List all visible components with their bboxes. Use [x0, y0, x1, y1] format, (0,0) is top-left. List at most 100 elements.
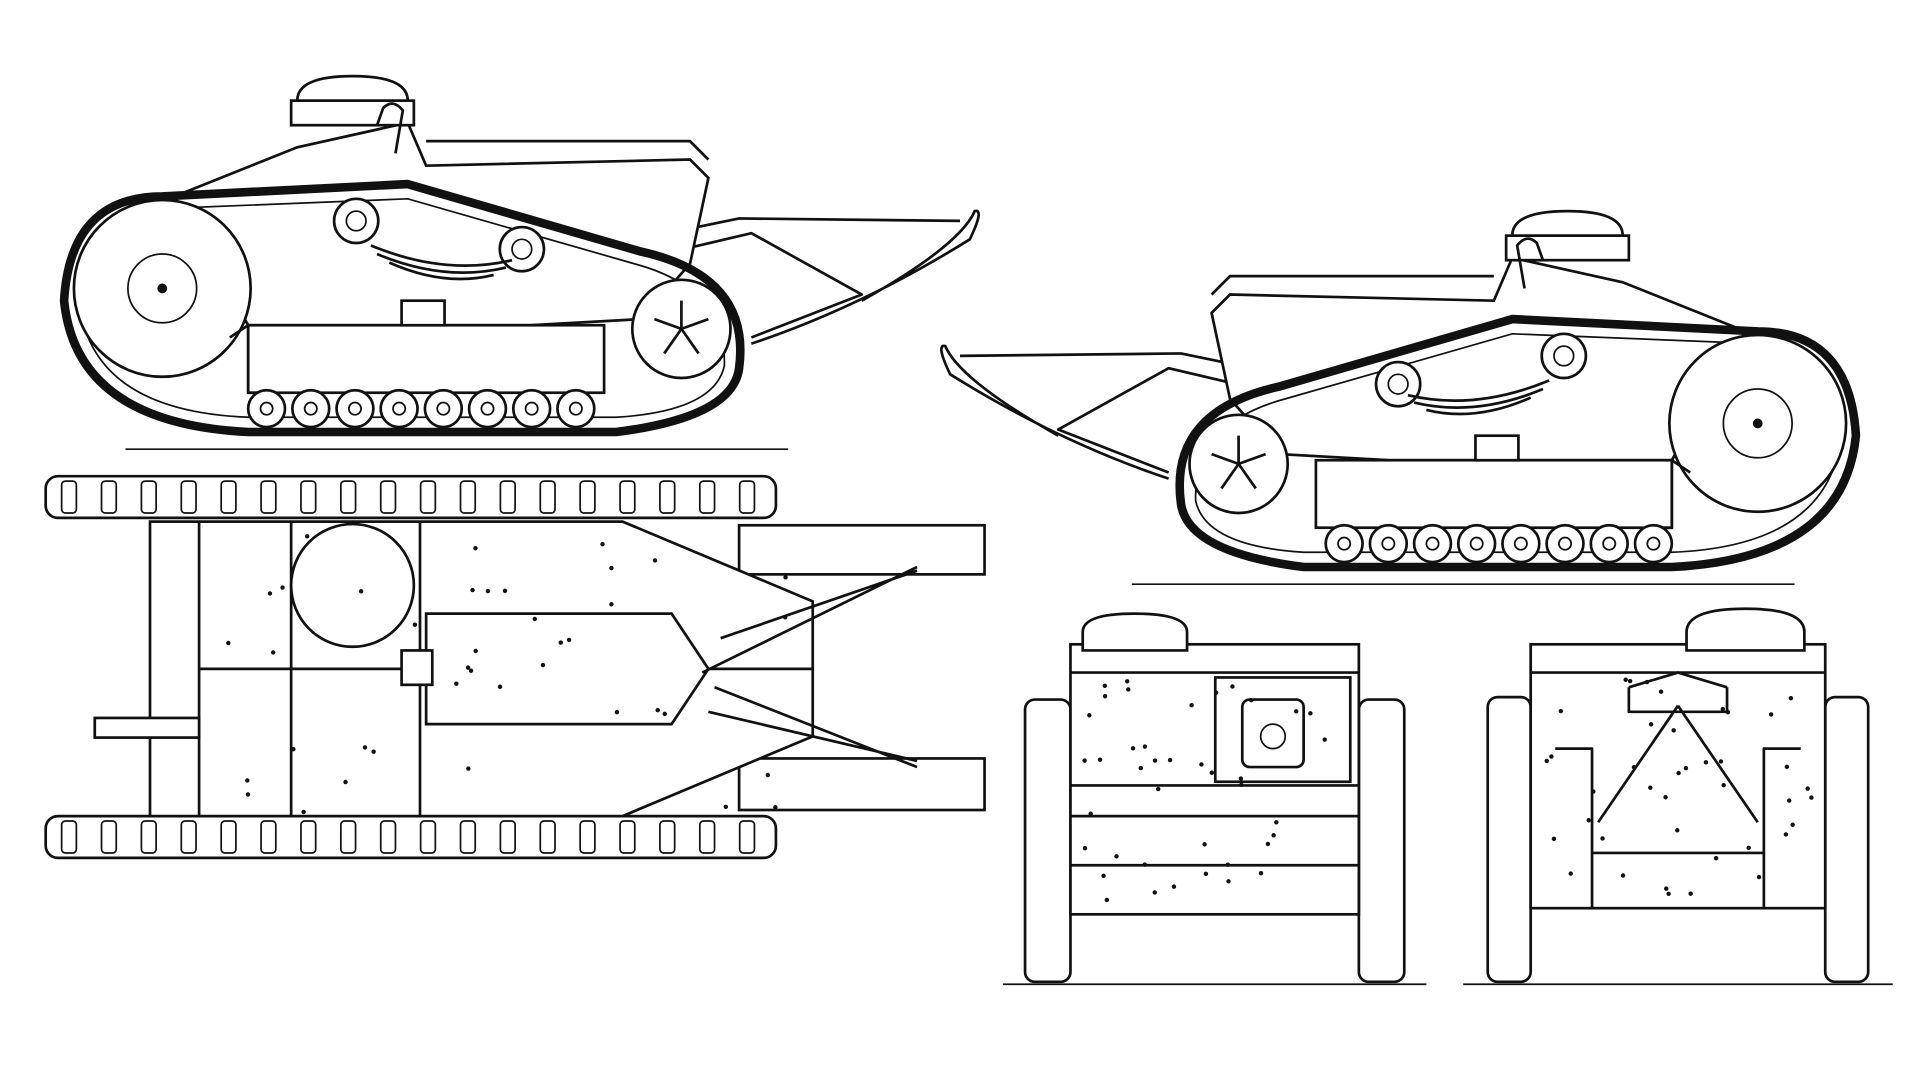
track-link [220, 480, 237, 514]
rivet [1102, 683, 1108, 688]
rivet [1225, 862, 1230, 867]
rivet [280, 585, 285, 590]
track-link [339, 820, 357, 854]
rivet [1586, 818, 1591, 823]
rivet [1784, 764, 1790, 770]
rivet [485, 588, 491, 594]
track-link [698, 480, 716, 514]
rivet [1230, 684, 1235, 689]
rivet [245, 778, 250, 783]
rivet [1805, 786, 1810, 791]
rivet [1202, 842, 1207, 847]
rivet [412, 622, 418, 627]
rivet [1746, 845, 1751, 851]
rivet [1293, 709, 1299, 714]
rivet [1322, 737, 1327, 742]
rivet [1718, 759, 1724, 764]
rivet [1097, 757, 1103, 762]
rivet [773, 805, 778, 810]
rivet [783, 615, 788, 620]
track-link [60, 820, 78, 854]
rivet [371, 749, 376, 754]
rivet [1631, 764, 1637, 770]
track-link [419, 480, 437, 514]
rivet [1666, 891, 1671, 897]
rivet [1721, 782, 1726, 788]
rivet [532, 616, 537, 622]
rivet [1713, 856, 1719, 861]
track-link [579, 480, 596, 514]
rivet [1248, 698, 1254, 703]
rivet [600, 541, 605, 547]
rivet [1102, 694, 1108, 699]
rivet [1788, 695, 1794, 701]
rivet [270, 650, 276, 655]
track-link [300, 820, 317, 854]
rivet [1783, 832, 1789, 837]
rivet [1082, 758, 1087, 763]
rivet [468, 668, 474, 673]
skid-rail-bottom [737, 757, 986, 812]
track-link [738, 820, 756, 854]
rivet [1720, 706, 1726, 712]
rivet [466, 766, 471, 771]
rivet [1087, 713, 1092, 718]
rivet [305, 534, 310, 539]
track-top [44, 474, 778, 520]
rivet [1126, 687, 1131, 692]
rivet [1558, 708, 1564, 714]
rivet [1551, 836, 1557, 842]
rivet [1544, 758, 1549, 764]
rivet [465, 665, 471, 670]
rivet [566, 637, 572, 643]
rivet [362, 745, 368, 750]
rivet [1644, 679, 1650, 685]
track-link [60, 480, 78, 514]
track-link [180, 480, 197, 514]
rivet [1258, 871, 1264, 876]
track-link [619, 820, 636, 854]
rivet [765, 772, 771, 778]
rivet [1274, 820, 1279, 825]
rivet [1600, 836, 1605, 841]
rivet [1130, 746, 1136, 751]
rivet [1568, 871, 1573, 876]
rivet [1683, 765, 1689, 771]
rivet [1142, 744, 1148, 749]
rivet [783, 575, 788, 580]
rivet [1152, 890, 1157, 895]
track-link [738, 480, 756, 514]
turret-hatch [289, 522, 416, 649]
rivet [1239, 782, 1244, 787]
rivet [1688, 891, 1693, 896]
rivet [662, 711, 667, 717]
rivet [655, 707, 660, 713]
rivet [267, 591, 273, 596]
rivet [1171, 884, 1177, 889]
side-view-left [64, 76, 979, 449]
rivet [1591, 789, 1596, 794]
rivet [1756, 874, 1762, 880]
rivet [540, 662, 546, 668]
rivet [358, 589, 364, 594]
track-link [459, 820, 477, 854]
rivet [470, 587, 475, 593]
rivet [1664, 886, 1669, 891]
rivet [1790, 822, 1795, 827]
rivet [1549, 754, 1554, 759]
front-track-left [1023, 698, 1072, 984]
rivet [454, 681, 459, 686]
rivet [1308, 711, 1313, 716]
rivet [609, 602, 614, 607]
track-link [579, 820, 596, 854]
track-link [539, 820, 556, 854]
rivet [1088, 811, 1093, 816]
tow-frame [701, 565, 918, 769]
rivet [1271, 833, 1276, 838]
front-track-right [1357, 698, 1406, 984]
rivet [226, 640, 231, 646]
track-link [300, 480, 317, 514]
rivet [1648, 785, 1653, 790]
track-link [659, 820, 676, 854]
